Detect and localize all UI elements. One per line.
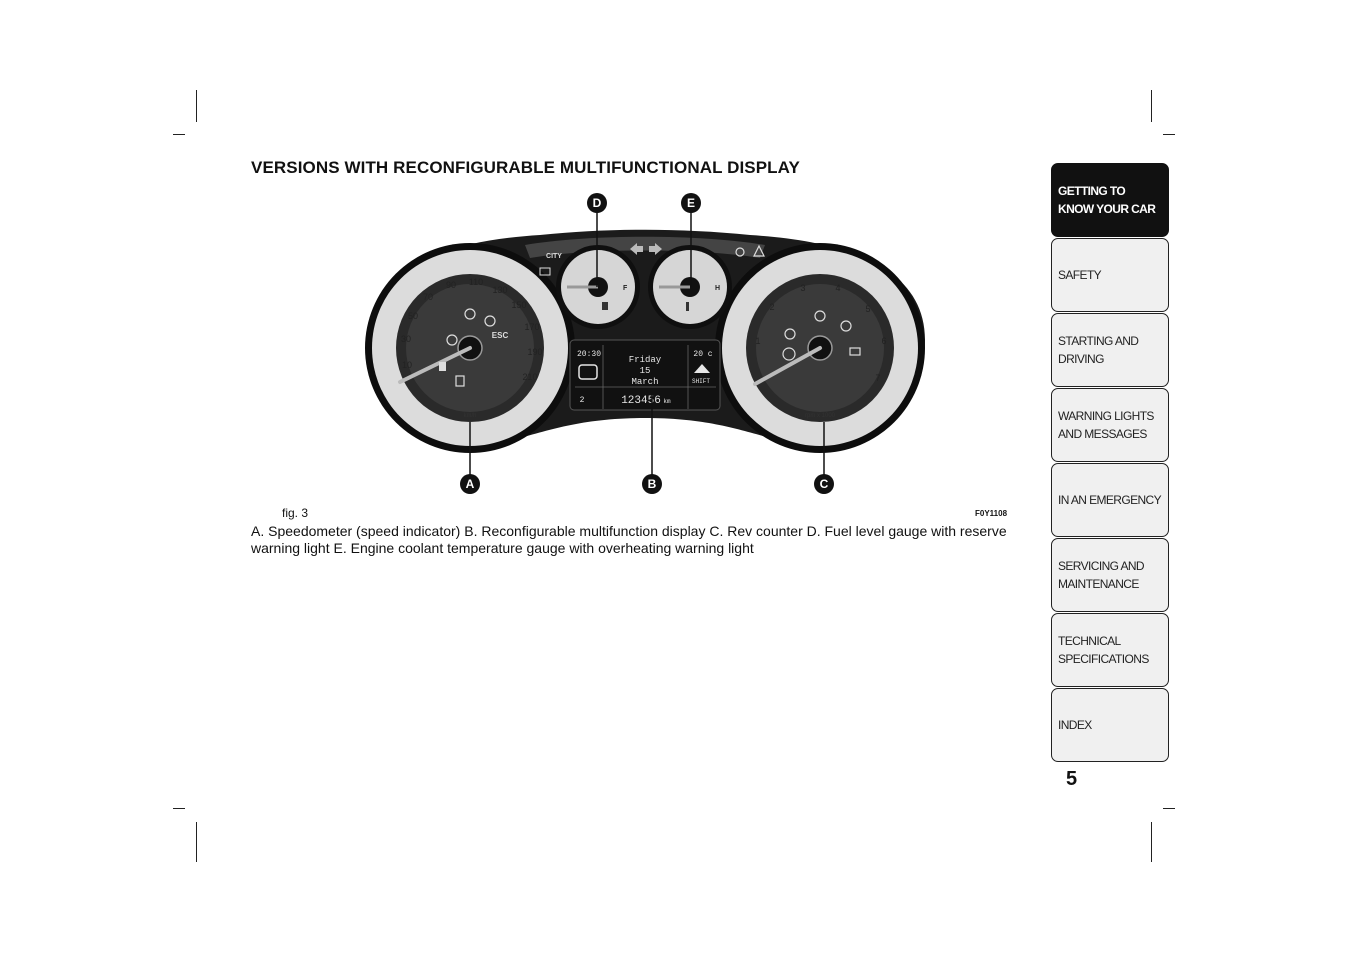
door-status-icon <box>578 364 598 380</box>
warning-icon <box>814 310 826 322</box>
speed-label: 30 <box>401 334 411 344</box>
rpm-label: 5 <box>865 304 870 314</box>
callout-marker <box>460 474 480 494</box>
display-gear: 2 <box>580 396 585 405</box>
rpm-label: 4 <box>835 283 840 293</box>
central-display: 20:30 Friday 15 March 20 c SHIFT 2 12345… <box>569 339 721 411</box>
rpm-label: 1 <box>755 336 760 346</box>
crop-mark <box>1163 134 1175 135</box>
speed-label: 170 <box>524 322 539 332</box>
rpm-label: 7 <box>875 373 880 383</box>
crop-mark <box>1151 822 1152 862</box>
fuel-full-label: F <box>623 285 628 292</box>
crop-mark <box>196 822 197 862</box>
figure-label: fig. 3 <box>282 506 309 520</box>
rpm-label: 6 <box>881 336 886 346</box>
turn-right-icon <box>649 243 662 255</box>
turn-left-icon <box>630 243 643 255</box>
tab-getting-to-know-your-car[interactable]: GETTING TO KNOW YOUR CAR <box>1051 163 1169 237</box>
tpms-warning-icon <box>782 347 796 361</box>
crop-mark <box>1163 808 1175 809</box>
speed-label: 210 <box>522 372 537 382</box>
tachometer-needle <box>753 346 822 386</box>
tachometer-unit: rpm x 1000 <box>805 413 836 419</box>
speed-label: 150 <box>511 300 526 310</box>
display-odometer: 123456 <box>621 395 661 407</box>
tachometer: 1 2 3 4 5 6 7 rpm x 1000 <box>715 243 925 453</box>
tab-starting-and-driving[interactable]: STARTING AND DRIVING <box>1051 313 1169 387</box>
rpm-label: 3 <box>800 283 805 293</box>
display-shift: SHIFT <box>692 378 710 385</box>
tab-technical-specifications[interactable]: TECHNICAL SPECIFICATIONS <box>1051 613 1169 687</box>
display-temperature: 20 c <box>693 350 712 359</box>
tab-in-an-emergency[interactable]: IN AN EMERGENCY <box>1051 463 1169 537</box>
speedometer: 10 30 50 70 90 110 130 150 170 190 210 E… <box>365 243 575 453</box>
crop-mark <box>173 808 185 809</box>
speed-label: 130 <box>492 285 507 295</box>
figure-code: F0Y1108 <box>975 509 1008 518</box>
callout-letter: C <box>820 477 829 491</box>
city-mode-label: CITY <box>546 253 562 260</box>
hazard-icon <box>753 244 765 257</box>
fuel-gauge: F <box>556 245 640 329</box>
speed-label: 10 <box>402 360 412 370</box>
crop-mark <box>1151 90 1152 122</box>
door-warning-icon <box>455 375 465 387</box>
callout-marker <box>814 474 834 494</box>
instrument-cluster-figure: 10 30 50 70 90 110 130 150 170 190 210 E… <box>365 193 925 494</box>
page-number: 5 <box>1066 768 1078 790</box>
warning-icon <box>784 328 796 340</box>
tab-index[interactable]: INDEX <box>1051 688 1169 762</box>
warning-icon <box>484 315 496 327</box>
speedometer-needle <box>398 346 472 384</box>
display-time: 20:30 <box>577 350 601 359</box>
callout-marker <box>681 193 701 213</box>
esc-warning-label: ESC <box>492 331 509 340</box>
speed-label: 190 <box>527 347 542 357</box>
callout-letter: A <box>466 477 475 491</box>
callout-marker <box>642 474 662 494</box>
fuel-warning-icon <box>439 362 446 371</box>
rpm-label: 2 <box>769 302 774 312</box>
callout-letter: B <box>648 477 657 491</box>
speedometer-unit: km/h <box>463 413 476 419</box>
shift-up-icon <box>694 364 710 373</box>
coolant-icon <box>686 302 689 311</box>
callout-letter: E <box>687 196 695 210</box>
rear-defrost-icon <box>539 267 551 276</box>
callout-marker <box>587 193 607 213</box>
tab-warning-lights-and-messages[interactable]: WARNING LIGHTS AND MESSAGES <box>1051 388 1169 462</box>
speed-label: 70 <box>423 292 433 302</box>
fuel-pump-icon <box>602 302 608 310</box>
cluster-upper-bezel <box>525 236 765 258</box>
chapter-sidebar: GETTING TO KNOW YOUR CAR SAFETY STARTING… <box>1051 163 1169 763</box>
crop-mark <box>196 90 197 122</box>
headlight-icon <box>735 247 745 257</box>
battery-warning-icon <box>849 347 861 356</box>
warning-icon <box>464 308 476 320</box>
coolant-temperature-gauge: H <box>648 245 732 329</box>
speed-label: 110 <box>469 277 483 287</box>
callout-letter: D <box>593 196 602 210</box>
tab-safety[interactable]: SAFETY <box>1051 238 1169 312</box>
display-day: Friday <box>629 355 662 365</box>
speed-label: 50 <box>408 311 418 321</box>
section-heading: VERSIONS WITH RECONFIGURABLE MULTIFUNCTI… <box>251 158 800 177</box>
display-odometer-unit: km <box>663 398 671 405</box>
speed-label: 90 <box>446 280 456 290</box>
display-date: 15 <box>640 366 651 376</box>
temperature-hot-label: H <box>715 285 720 292</box>
warning-icon <box>446 334 458 346</box>
warning-icon <box>840 320 852 332</box>
tab-servicing-and-maintenance[interactable]: SERVICING AND MAINTENANCE <box>1051 538 1169 612</box>
display-month: March <box>631 377 658 387</box>
crop-mark <box>173 134 185 135</box>
figure-caption: A. Speedometer (speed indicator) B. Reco… <box>251 523 1007 556</box>
